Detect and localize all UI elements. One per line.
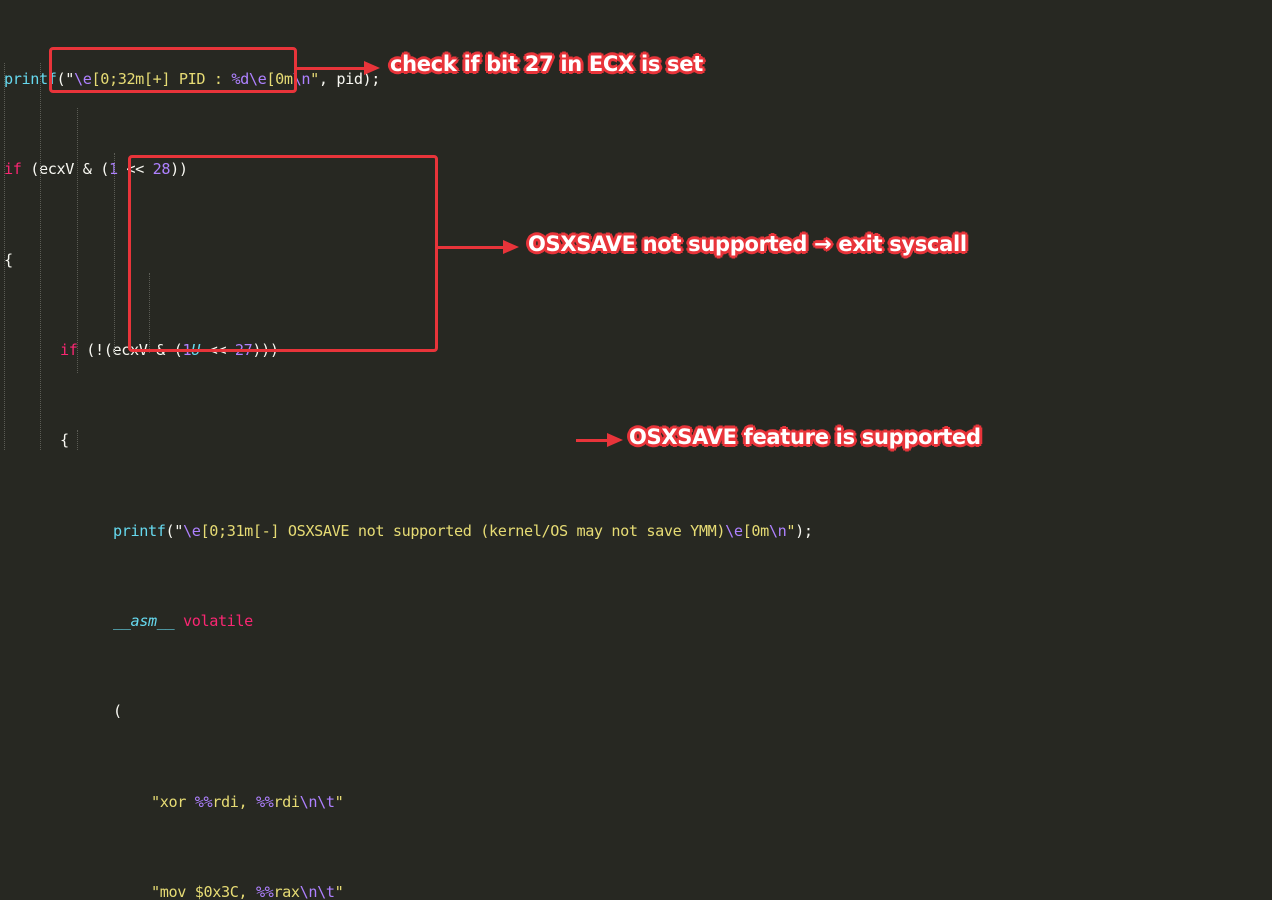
arrow-line [297, 67, 367, 70]
code-line-9: "xor %%rdi, %%rdi\n\t" [151, 792, 344, 811]
code-line-5: { [60, 431, 69, 450]
arrow-right-icon [503, 240, 519, 254]
code-line-1: printf("\e[0;32m[+] PID : %d\e[0m\n", pi… [4, 69, 381, 88]
code-editor[interactable]: printf("\e[0;32m[+] PID : %d\e[0m\n", pi… [4, 0, 813, 900]
indent-guide [149, 273, 150, 353]
arrow-line [438, 246, 506, 249]
highlight-box-asm-syscall [128, 155, 438, 352]
code-line-6: printf("\e[0;31m[-] OSXSAVE not supporte… [113, 521, 813, 540]
annotation-not-supported: OSXSAVE not supported → exit syscall [528, 232, 967, 256]
arrow-right-icon [607, 433, 623, 447]
indent-guide [77, 108, 78, 373]
code-line-10: "mov $0x3C, %%rax\n\t" [151, 883, 344, 900]
annotation-supported: OSXSAVE feature is supported [629, 425, 981, 449]
highlight-box-if-bit27 [49, 47, 297, 93]
code-line-3: { [4, 250, 13, 269]
arrow-line [576, 439, 610, 442]
code-line-7: __asm__ volatile [113, 612, 253, 631]
indent-guide [77, 430, 78, 450]
indent-guide [114, 153, 115, 353]
arrow-right-icon [364, 61, 380, 75]
annotation-check-bit: check if bit 27 in ECX is set [390, 52, 703, 76]
code-line-8: ( [113, 702, 122, 721]
indent-guide [40, 63, 41, 450]
indent-guide [4, 63, 5, 450]
